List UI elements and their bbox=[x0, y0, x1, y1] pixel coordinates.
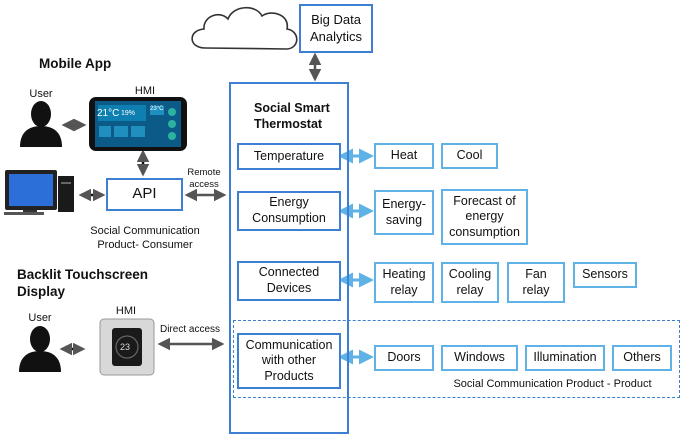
mobile-app-title: Mobile App bbox=[39, 56, 112, 71]
category-energy-consumption: Energy Consumption bbox=[237, 191, 341, 231]
wall-thermostat-icon bbox=[99, 318, 155, 376]
remote-access-label: Remote access bbox=[187, 167, 221, 190]
phone-temp: 21°C bbox=[97, 108, 120, 119]
social-smart-thermostat-container bbox=[229, 82, 349, 434]
social-communication-product-region bbox=[233, 320, 680, 398]
item-doors: Doors bbox=[374, 345, 434, 371]
cloud-icon bbox=[191, 6, 298, 50]
item-cool: Cool bbox=[441, 143, 498, 169]
social-comm-product-label: Social Communication Product - Product bbox=[453, 378, 652, 390]
phone-setpoint: 23°C bbox=[150, 106, 164, 112]
user-icon bbox=[19, 326, 61, 372]
item-heating-relay: Heating relay bbox=[374, 262, 434, 303]
hmi-label-bottom: HMI bbox=[115, 305, 137, 317]
category-connected-devices: Connected Devices bbox=[237, 261, 341, 301]
backlit-display-title: Backlit Touchscreen Display bbox=[17, 267, 149, 299]
category-communication-other-products: Communication with other Products bbox=[237, 333, 341, 389]
phone-humidity: 19% bbox=[121, 110, 136, 117]
thermostat-value: 23 bbox=[120, 342, 131, 352]
item-others: Others bbox=[612, 345, 672, 371]
item-energy-saving: Energy- saving bbox=[374, 190, 434, 235]
smartphone-hmi-icon bbox=[89, 97, 187, 151]
direct-access-label: Direct access bbox=[159, 324, 220, 335]
user-label-top: User bbox=[29, 88, 53, 100]
item-sensors: Sensors bbox=[573, 262, 637, 288]
category-temperature: Temperature bbox=[237, 143, 341, 170]
main-title: Social Smart Thermostat bbox=[254, 101, 330, 131]
api-box: API bbox=[106, 178, 183, 211]
item-windows: Windows bbox=[441, 345, 518, 371]
item-heat: Heat bbox=[374, 143, 434, 169]
item-illumination: Illumination bbox=[525, 345, 605, 371]
big-data-analytics-box: Big Data Analytics bbox=[299, 4, 373, 53]
item-cooling-relay: Cooling relay bbox=[441, 262, 499, 303]
item-forecast-energy: Forecast of energy consumption bbox=[441, 189, 528, 245]
item-fan-relay: Fan relay bbox=[507, 262, 565, 303]
user-label-bottom: User bbox=[28, 312, 52, 324]
hmi-label-top: HMI bbox=[134, 85, 156, 97]
desktop-computer-icon bbox=[4, 170, 74, 215]
social-comm-consumer-label: Social Communication Product- Consumer bbox=[90, 225, 200, 251]
user-icon bbox=[20, 101, 62, 147]
